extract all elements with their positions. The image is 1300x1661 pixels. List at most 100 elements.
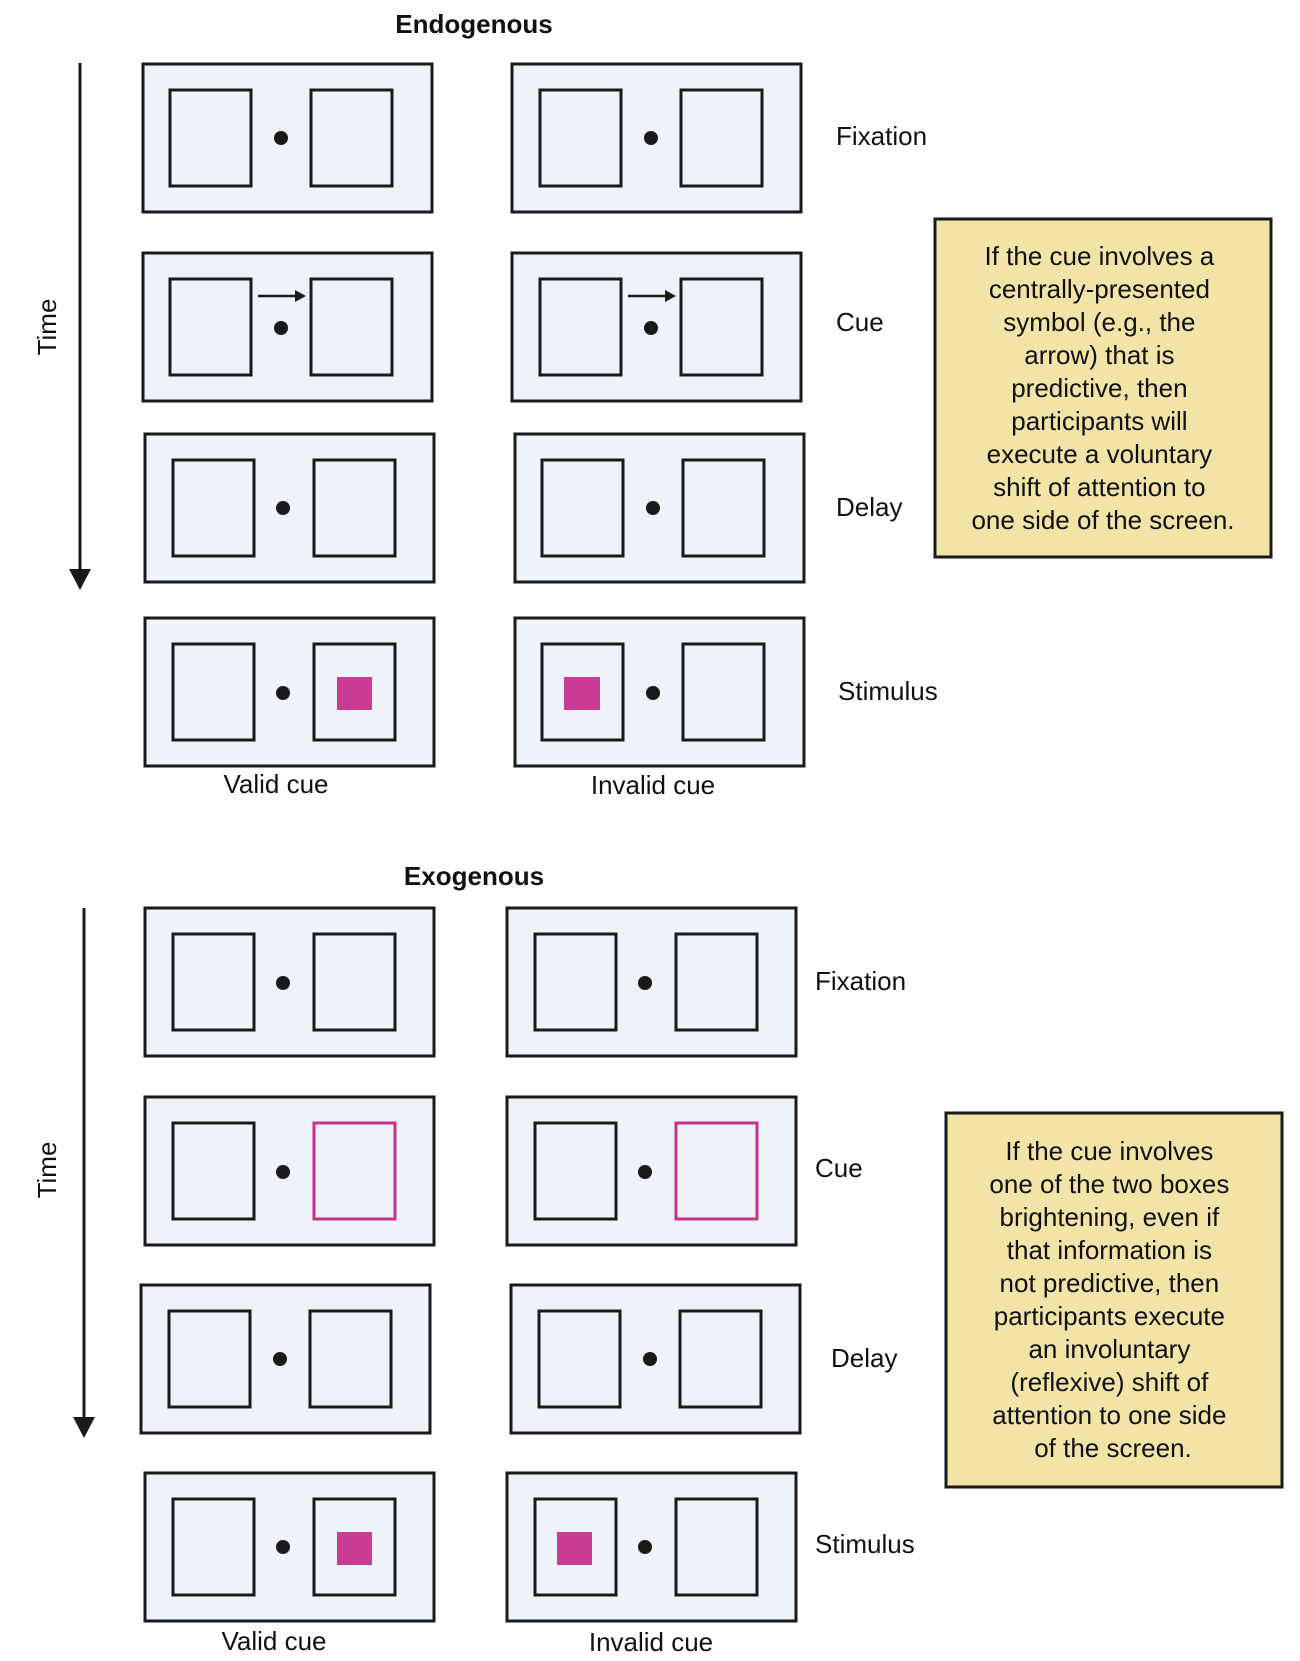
right-placeholder-box bbox=[312, 458, 397, 558]
time-label: Time bbox=[32, 299, 62, 356]
column-label-invalid: Invalid cue bbox=[589, 1627, 713, 1657]
right-placeholder-box bbox=[674, 932, 759, 1032]
fixation-dot bbox=[638, 1540, 652, 1554]
phase-label-fixation: Fixation bbox=[815, 966, 906, 996]
target-stimulus bbox=[557, 1532, 592, 1565]
note-line: If the cue involves a bbox=[984, 241, 1214, 271]
fixation-dot bbox=[638, 976, 652, 990]
left-placeholder-box bbox=[171, 1497, 256, 1597]
screen-delay-valid bbox=[139, 1283, 432, 1435]
time-axis: Time bbox=[32, 908, 95, 1438]
phase-labels: Fixation Cue Delay Stimulus bbox=[836, 121, 938, 706]
note-text: If the cue involves a centrally-presente… bbox=[971, 241, 1234, 535]
right-placeholder-box bbox=[679, 277, 764, 377]
column-label-valid: Valid cue bbox=[221, 1626, 326, 1656]
phase-labels: Fixation Cue Delay Stimulus bbox=[815, 966, 915, 1559]
arrow-cue-icon bbox=[628, 290, 676, 302]
cued-placeholder-box bbox=[312, 1121, 397, 1221]
left-placeholder-box bbox=[537, 1309, 622, 1409]
right-placeholder-box bbox=[681, 458, 766, 558]
fixation-dot bbox=[274, 131, 288, 145]
target-stimulus bbox=[337, 677, 372, 710]
phase-label-cue: Cue bbox=[815, 1153, 863, 1183]
left-placeholder-box bbox=[171, 642, 256, 742]
endogenous-section: Endogenous Time bbox=[32, 9, 1273, 800]
fixation-dot bbox=[644, 131, 658, 145]
fixation-dot bbox=[643, 1352, 657, 1366]
note-line: one side of the screen. bbox=[971, 505, 1234, 535]
right-placeholder-box bbox=[308, 1309, 393, 1409]
fixation-dot bbox=[276, 976, 290, 990]
right-placeholder-box bbox=[679, 88, 764, 188]
left-placeholder-box bbox=[533, 932, 618, 1032]
fixation-dot bbox=[274, 321, 288, 335]
note-line: an involuntary bbox=[1028, 1334, 1190, 1364]
section-title: Exogenous bbox=[404, 861, 544, 891]
note-line: If the cue involves bbox=[1005, 1136, 1213, 1166]
phase-label-stimulus: Stimulus bbox=[815, 1529, 915, 1559]
left-placeholder-box bbox=[168, 88, 253, 188]
left-placeholder-box bbox=[167, 1309, 252, 1409]
screen-delay-invalid bbox=[509, 1283, 802, 1435]
fixation-dot bbox=[273, 1352, 287, 1366]
note-line: not predictive, then bbox=[1000, 1268, 1220, 1298]
screen-fixation-valid bbox=[143, 906, 436, 1058]
screen-fixation-invalid bbox=[510, 62, 803, 214]
screen-stimulus-invalid bbox=[505, 1471, 798, 1623]
note-line: of the screen. bbox=[1034, 1433, 1192, 1463]
note-line: participants will bbox=[1011, 406, 1187, 436]
right-placeholder-box bbox=[681, 642, 766, 742]
right-placeholder-box bbox=[312, 932, 397, 1032]
screen-stimulus-valid bbox=[143, 1471, 436, 1623]
time-axis: Time bbox=[32, 63, 91, 590]
left-placeholder-box bbox=[538, 277, 623, 377]
note-line: participants execute bbox=[994, 1301, 1225, 1331]
note-line: (reflexive) shift of bbox=[1010, 1367, 1209, 1397]
note-line: that information is bbox=[1007, 1235, 1212, 1265]
note-line: attention to one side bbox=[992, 1400, 1226, 1430]
left-placeholder-box bbox=[533, 1121, 618, 1221]
phase-label-delay: Delay bbox=[831, 1343, 897, 1373]
invalid-cue-column: Invalid cue bbox=[505, 906, 802, 1657]
note-line: brightening, even if bbox=[1000, 1202, 1220, 1232]
section-title: Endogenous bbox=[395, 9, 552, 39]
left-placeholder-box bbox=[168, 277, 253, 377]
screen-fixation-valid bbox=[141, 62, 434, 214]
exogenous-section: Exogenous Time bbox=[32, 861, 1284, 1657]
invalid-cue-column: Invalid cue bbox=[510, 62, 806, 800]
endogenous-note: If the cue involves a centrally-presente… bbox=[933, 217, 1273, 559]
phase-label-fixation: Fixation bbox=[836, 121, 927, 151]
fixation-dot bbox=[646, 686, 660, 700]
screen-stimulus-valid bbox=[143, 616, 436, 768]
note-line: shift of attention to bbox=[993, 472, 1205, 502]
cued-placeholder-box bbox=[674, 1121, 759, 1221]
screen-delay-valid bbox=[143, 432, 436, 584]
phase-label-stimulus: Stimulus bbox=[838, 676, 938, 706]
screen-stimulus-invalid bbox=[513, 616, 806, 768]
note-line: predictive, then bbox=[1011, 373, 1187, 403]
arrow-cue-icon bbox=[258, 290, 306, 302]
left-placeholder-box bbox=[171, 1121, 256, 1221]
right-placeholder-box bbox=[309, 88, 394, 188]
fixation-dot bbox=[276, 1165, 290, 1179]
left-placeholder-box bbox=[171, 932, 256, 1032]
screen-fixation-invalid bbox=[505, 906, 798, 1058]
exogenous-note: If the cue involves one of the two boxes… bbox=[944, 1111, 1284, 1489]
note-line: symbol (e.g., the bbox=[1003, 307, 1195, 337]
note-box bbox=[933, 217, 1273, 559]
fixation-dot bbox=[276, 501, 290, 515]
valid-cue-column: Valid cue bbox=[139, 906, 436, 1656]
note-line: one of the two boxes bbox=[989, 1169, 1229, 1199]
fixation-dot bbox=[646, 501, 660, 515]
valid-cue-column: Valid cue bbox=[141, 62, 436, 799]
note-line: arrow) that is bbox=[1024, 340, 1174, 370]
time-arrow-head bbox=[69, 569, 91, 590]
screen-cue-valid bbox=[143, 1095, 436, 1247]
left-placeholder-box bbox=[538, 88, 623, 188]
right-placeholder-box bbox=[309, 277, 394, 377]
time-arrow-head bbox=[73, 1417, 95, 1438]
target-stimulus bbox=[564, 677, 600, 710]
screen-delay-invalid bbox=[513, 432, 806, 584]
screen-cue-valid bbox=[141, 251, 434, 403]
